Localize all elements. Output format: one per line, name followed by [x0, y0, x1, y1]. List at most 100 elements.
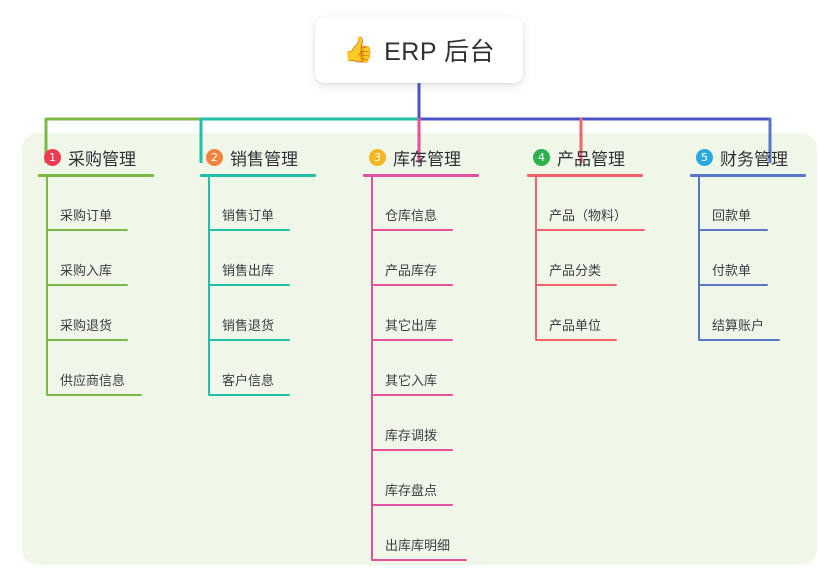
branch-children: 销售订单销售出库销售退货客户信息	[200, 177, 360, 397]
branch-child-underline	[698, 284, 768, 286]
root-node[interactable]: 👍 ERP 后台	[315, 17, 523, 83]
branch-spine	[698, 177, 700, 339]
branch-number-badge: 4	[533, 148, 550, 166]
branch-child-underline	[46, 229, 128, 231]
thumbs-up-icon: 👍	[342, 35, 375, 64]
branch-child-underline	[371, 394, 453, 396]
branch-header-4[interactable]: 4 产品管理	[527, 145, 687, 169]
branch-child-underline	[698, 229, 768, 231]
branch-child-underline	[46, 339, 128, 341]
branch-child-label: 销售订单	[222, 208, 275, 223]
branch-child-item[interactable]: 产品（物料）	[527, 177, 687, 232]
branch-children: 产品（物料） 产品分类产品单位	[527, 177, 687, 342]
branch-column-财务管理: 5 财务管理回款单付款单结算账户	[690, 145, 839, 342]
branches-panel	[22, 133, 817, 565]
branch-child-item[interactable]: 其它出库	[363, 287, 523, 342]
branch-child-label: 仓库信息	[385, 208, 438, 223]
branch-child-item[interactable]: 结算账户	[690, 287, 839, 342]
branch-child-underline	[208, 284, 290, 286]
branch-child-label: 采购订单	[60, 208, 113, 223]
branch-child-underline	[535, 284, 617, 286]
branch-header-5[interactable]: 5 财务管理	[690, 145, 839, 169]
branch-child-item[interactable]: 回款单	[690, 177, 839, 232]
branch-child-item[interactable]: 库存调拨	[363, 397, 523, 452]
branch-number-badge: 5	[696, 148, 713, 166]
branch-child-label: 付款单	[712, 263, 752, 278]
branch-underline	[527, 174, 643, 177]
branch-child-label: 采购入库	[60, 263, 113, 278]
branch-children: 仓库信息产品库存其它出库其它入库库存调拨库存盘点出库库明细	[363, 177, 523, 562]
branch-child-label: 出库库明细	[385, 538, 451, 553]
branch-child-label: 库存盘点	[385, 483, 438, 498]
branch-child-item[interactable]: 客户信息	[200, 342, 360, 397]
branch-child-item[interactable]: 仓库信息	[363, 177, 523, 232]
branch-child-underline	[371, 284, 453, 286]
branch-child-underline	[208, 394, 290, 396]
branch-children: 采购订单采购入库采购退货供应商信息	[38, 177, 198, 397]
branch-underline	[363, 174, 479, 177]
root-node-label: ERP 后台	[384, 38, 496, 66]
branch-child-label: 产品库存	[385, 263, 438, 278]
branch-child-item[interactable]: 销售出库	[200, 232, 360, 287]
branch-child-item[interactable]: 采购入库	[38, 232, 198, 287]
branch-child-label: 回款单	[712, 208, 752, 223]
branch-child-item[interactable]: 产品单位	[527, 287, 687, 342]
branch-child-item[interactable]: 销售订单	[200, 177, 360, 232]
branch-header-1[interactable]: 1 采购管理	[38, 145, 198, 169]
branch-child-label: 产品单位	[549, 318, 602, 333]
branch-title: 库存管理	[393, 149, 461, 169]
branch-title: 产品管理	[557, 149, 625, 169]
branch-child-underline	[535, 229, 645, 231]
branch-child-underline	[698, 339, 780, 341]
branch-child-item[interactable]: 出库库明细	[363, 507, 523, 562]
branch-child-label: 产品（物料）	[549, 208, 628, 223]
branch-column-销售管理: 2 销售管理销售订单销售出库销售退货客户信息	[200, 145, 360, 397]
branch-underline	[200, 174, 316, 177]
branch-child-item[interactable]: 产品分类	[527, 232, 687, 287]
branch-title: 财务管理	[720, 149, 788, 169]
branch-child-label: 供应商信息	[60, 373, 126, 388]
branch-child-underline	[371, 339, 453, 341]
branch-number-badge: 2	[206, 148, 223, 166]
branch-child-underline	[46, 394, 142, 396]
branch-child-label: 其它出库	[385, 318, 438, 333]
branch-child-label: 销售退货	[222, 318, 275, 333]
branch-spine	[535, 177, 537, 339]
branch-child-label: 产品分类	[549, 263, 602, 278]
branch-underline	[38, 174, 154, 177]
branch-child-label: 销售出库	[222, 263, 275, 278]
branch-child-label: 客户信息	[222, 373, 275, 388]
branch-child-item[interactable]: 销售退货	[200, 287, 360, 342]
branch-child-underline	[371, 449, 453, 451]
branch-children: 回款单付款单结算账户	[690, 177, 839, 342]
branch-child-item[interactable]: 产品库存	[363, 232, 523, 287]
branch-number-badge: 3	[369, 148, 386, 166]
branch-child-label: 库存调拨	[385, 428, 438, 443]
branch-child-underline	[46, 284, 128, 286]
branch-column-库存管理: 3 库存管理仓库信息产品库存其它出库其它入库库存调拨库存盘点出库库明细	[363, 145, 523, 562]
branch-child-underline	[208, 229, 290, 231]
branch-child-underline	[371, 229, 453, 231]
branch-child-item[interactable]: 库存盘点	[363, 452, 523, 507]
branch-child-item[interactable]: 采购退货	[38, 287, 198, 342]
branch-title: 销售管理	[230, 149, 298, 169]
branch-underline	[690, 174, 806, 177]
branch-title: 采购管理	[68, 149, 136, 169]
branch-child-underline	[208, 339, 290, 341]
branch-child-item[interactable]: 其它入库	[363, 342, 523, 397]
branch-child-label: 结算账户	[712, 318, 765, 333]
branch-column-采购管理: 1 采购管理采购订单采购入库采购退货供应商信息	[38, 145, 198, 397]
branch-child-item[interactable]: 付款单	[690, 232, 839, 287]
branch-header-2[interactable]: 2 销售管理	[200, 145, 360, 169]
branch-child-item[interactable]: 供应商信息	[38, 342, 198, 397]
branch-child-underline	[371, 559, 467, 561]
branch-spine	[371, 177, 373, 559]
branch-child-label: 其它入库	[385, 373, 438, 388]
branch-child-underline	[535, 339, 617, 341]
branch-child-item[interactable]: 采购订单	[38, 177, 198, 232]
branch-child-underline	[371, 504, 453, 506]
branch-header-3[interactable]: 3 库存管理	[363, 145, 523, 169]
branch-number-badge: 1	[44, 148, 61, 166]
